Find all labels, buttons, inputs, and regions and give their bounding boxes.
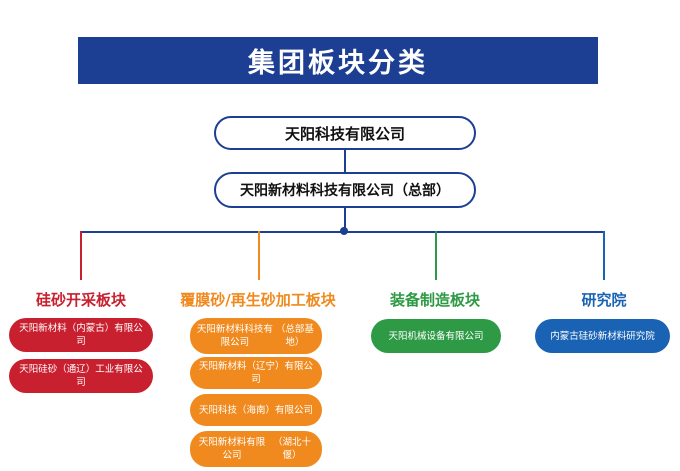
segment-title-mining: 硅砂开采板块	[35, 291, 126, 309]
processing-company-hq-base: 天阳新材料科技有限公司 （总部基地）	[190, 318, 322, 354]
headquarters-node: 天阳新材料科技有限公司（总部）	[214, 172, 476, 208]
drop-line-research	[603, 231, 605, 280]
processing-company-hubei: 天阳新材料有限公司 （湖北十偃）	[190, 431, 322, 467]
segment-title-processing: 覆膜砂/再生砂加工板块	[180, 291, 336, 309]
processing-company-liaoning: 天阳新材料（辽宁）有限公司	[190, 357, 322, 389]
processing-company-hq-base-line1: 天阳新材料科技有限公司	[196, 324, 273, 348]
equipment-company: 天阳机械设备有限公司	[371, 319, 501, 353]
processing-company-hubei-line1: 天阳新材料有限公司	[198, 437, 266, 461]
processing-company-liaoning-line1: 天阳新材料（辽宁）有限公司	[198, 361, 313, 385]
drop-line-equipment	[435, 231, 437, 280]
research-institute: 内蒙古硅砂新材料研究院	[535, 319, 670, 353]
processing-company-hainan: 天阳科技（海南）有限公司	[190, 394, 322, 426]
connector-company-hq	[344, 150, 346, 172]
mining-company-tongliao: 天阳硅砂（通辽）工业有限公司	[9, 359, 153, 393]
mining-company-inner-mongolia: 天阳新材料（内蒙古）有限公司	[9, 318, 153, 352]
processing-company-hainan-line1: 天阳科技（海南）有限公司	[198, 404, 313, 416]
drop-line-processing	[258, 231, 260, 280]
connector-hq-branch	[344, 208, 346, 232]
page-title: 集团板块分类	[78, 37, 598, 84]
segment-title-equipment: 装备制造板块	[389, 291, 480, 309]
drop-line-mining	[80, 231, 82, 280]
processing-company-hq-base-line2: （总部基地）	[275, 324, 314, 348]
company-node: 天阳科技有限公司	[214, 116, 476, 150]
branch-line	[80, 231, 604, 233]
processing-company-hubei-line2: （湖北十偃）	[272, 437, 311, 461]
segment-title-research: 研究院	[581, 291, 627, 309]
